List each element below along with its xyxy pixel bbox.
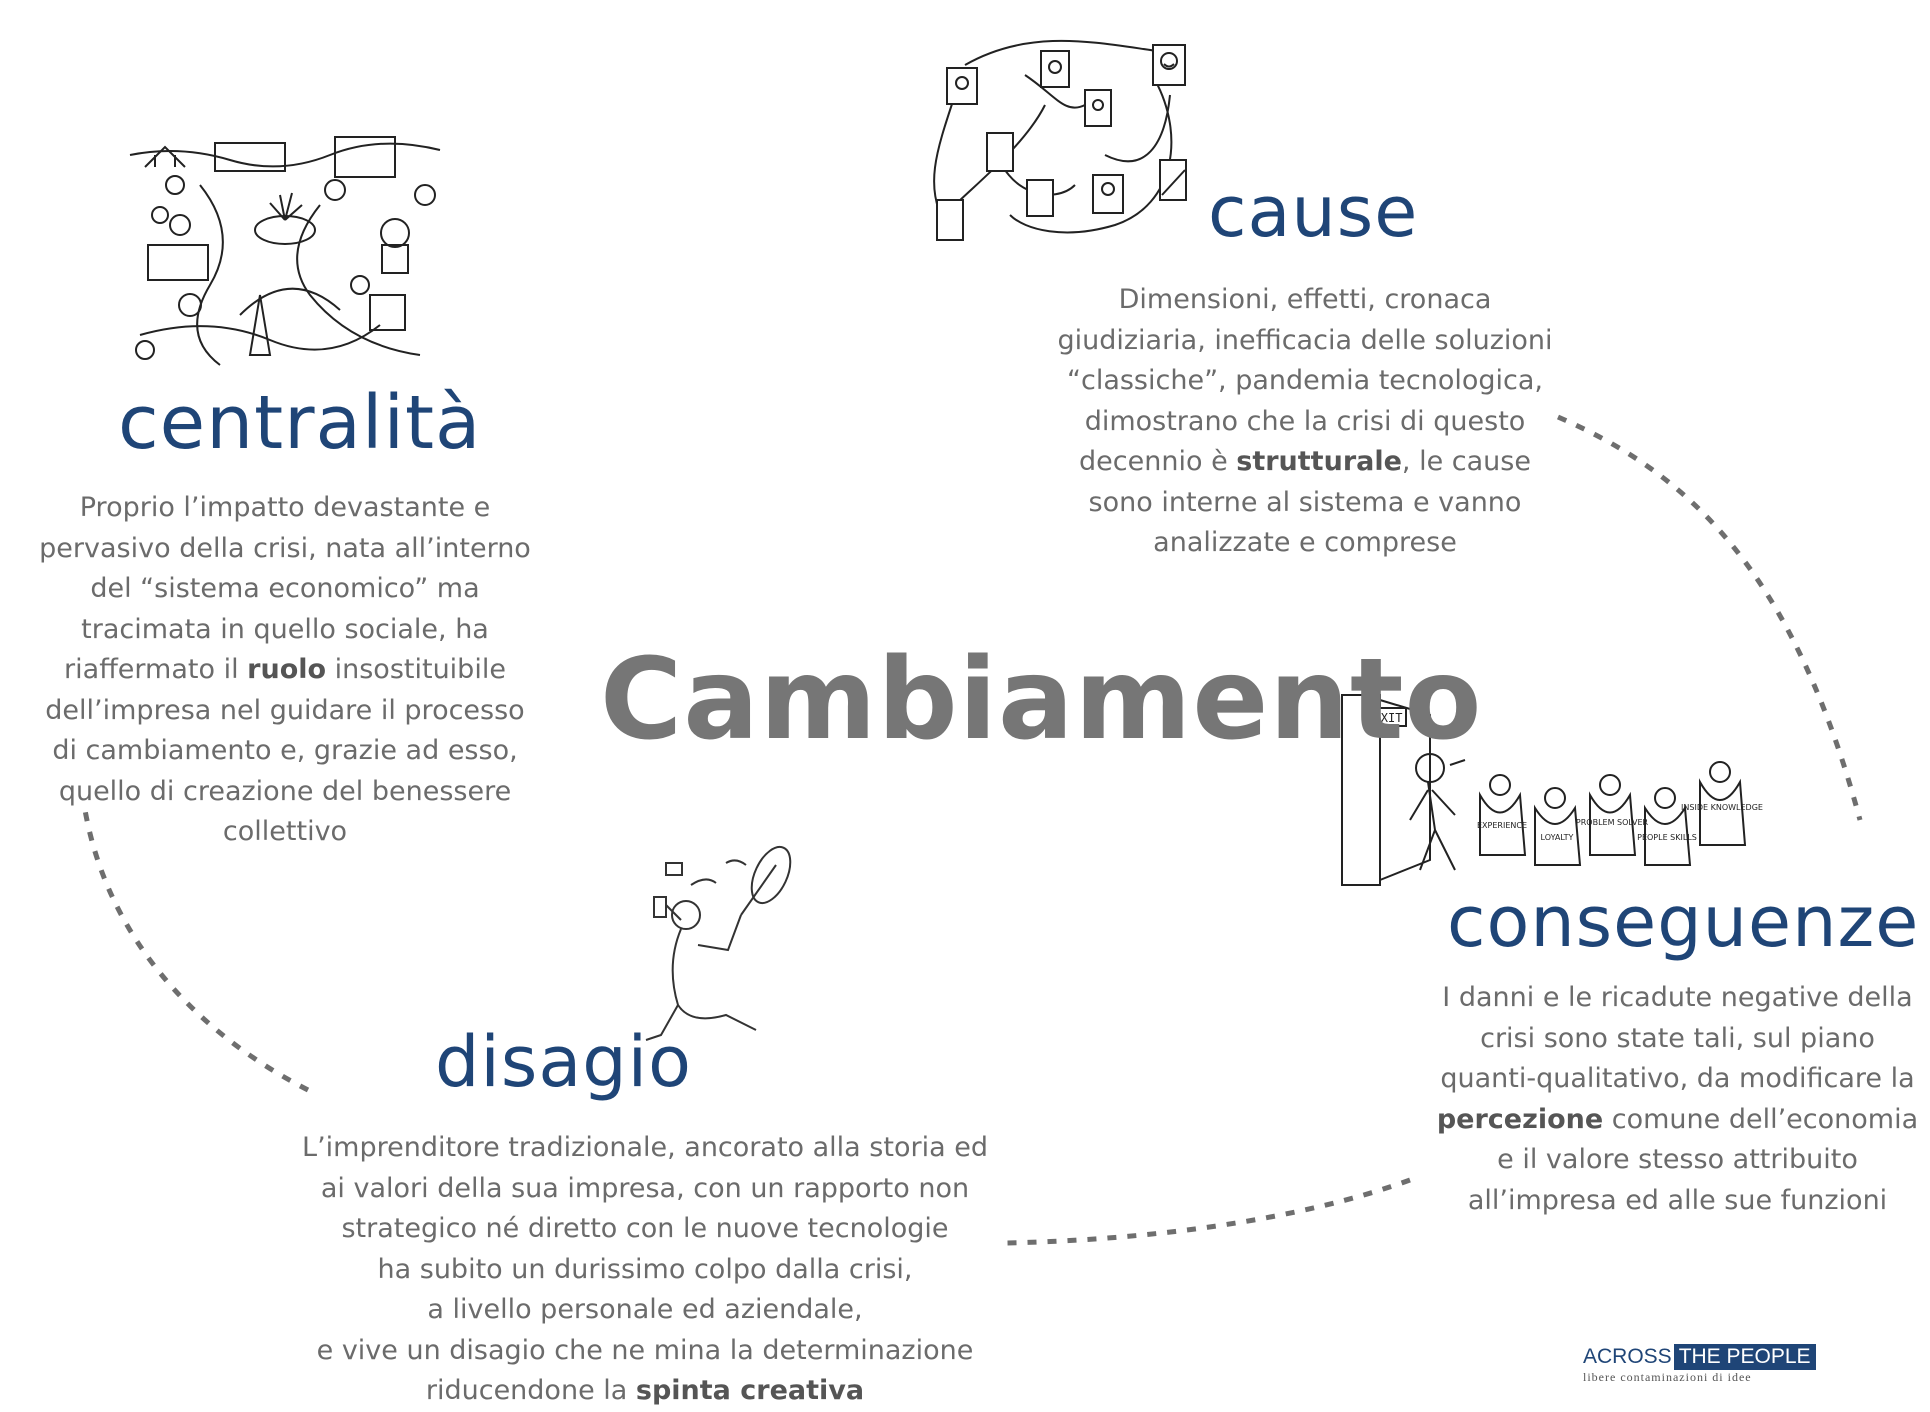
heading-conseguenze: conseguenze	[1447, 881, 1920, 963]
city-illustration	[129, 136, 441, 366]
text-line: di cambiamento e, grazie ad esso,	[52, 735, 518, 766]
text-line: collettivo	[222, 816, 348, 847]
text-line: tracimata in quello sociale, ha	[81, 613, 489, 645]
text-line: quanti-qualitativo, da modificare la	[1440, 1063, 1915, 1094]
text-line: quello di creazione del benessere	[58, 775, 512, 807]
badge-loyalty: LOYALTY	[1541, 833, 1574, 842]
text-line: L’imprenditore tradizionale, ancorato al…	[302, 1132, 988, 1163]
text-line: ha subito un durissimo colpo dalla crisi…	[377, 1253, 913, 1285]
arc-cause-conseguenze	[1557, 414, 1863, 821]
badge-people-skills: PEOPLE SKILLS	[1637, 833, 1697, 842]
arc-disagio-centralita	[82, 809, 310, 1093]
text-line: sono interne al sistema e vanno	[1088, 486, 1522, 518]
text-line: all’impresa ed alle sue funzioni	[1467, 1184, 1888, 1216]
text-line: e vive un disagio che ne mina la determi…	[316, 1334, 974, 1366]
text-disagio: L’imprenditore tradizionale, ancorato al…	[280, 1128, 1010, 1412]
text-conseguenze: I danni e le ricadute negative della cris…	[1430, 978, 1925, 1221]
exit-illustration: EXIT EXPERIENCE LOYALTY PROBLEM SOLVER P…	[1341, 694, 1763, 886]
text-line: analizzate e comprese	[1153, 527, 1457, 558]
text-line: del “sistema economico” ma	[90, 573, 480, 604]
text-line: decennio è strutturale, le cause	[1079, 446, 1531, 477]
exit-sign-label: EXIT	[1374, 711, 1403, 725]
network-illustration	[933, 39, 1187, 241]
heading-disagio: disagio	[435, 1021, 692, 1103]
page-title: Cambiamento	[600, 635, 1483, 765]
arc-conseguenze-disagio	[1004, 1177, 1411, 1246]
badge-experience: EXPERIENCE	[1477, 821, 1527, 830]
text-line: “classiche”, pandemia tecnologica,	[1066, 365, 1544, 396]
emphasis: spinta creativa	[635, 1375, 865, 1406]
heading-centralita: centralità	[118, 380, 482, 466]
figure-illustration	[645, 845, 792, 1041]
brand-logo: ACROSS THE PEOPLE libere contaminazioni …	[1583, 1344, 1816, 1385]
text-line: strategico né diretto con le nuove tecno…	[341, 1213, 949, 1244]
badge-problem-solver: PROBLEM SOLVER	[1576, 818, 1649, 827]
emphasis: strutturale	[1236, 446, 1402, 477]
text-line: Dimensioni, effetti, cronaca	[1118, 284, 1492, 315]
heading-cause: cause	[1208, 171, 1419, 253]
text-line: I danni e le ricadute negative della	[1442, 982, 1913, 1013]
emphasis: ruolo	[247, 654, 327, 685]
text-line: percezione comune dell’economia	[1436, 1103, 1919, 1135]
text-line: giudiziaria, inefficacia delle soluzioni	[1057, 324, 1553, 356]
text-line: riaffermato il ruolo insostituibile	[64, 654, 506, 685]
text-centralita: Proprio l’impatto devastante e pervasivo …	[30, 488, 540, 853]
badge-inside-knowledge: INSIDE KNOWLEDGE	[1681, 803, 1763, 812]
text-line: ai valori della sua impresa, con un rapp…	[320, 1172, 970, 1204]
text-line: crisi sono state tali, sul piano	[1480, 1022, 1875, 1054]
text-line: riducendone la spinta creativa	[425, 1375, 865, 1406]
text-line: pervasivo della crisi, nata all’interno	[39, 532, 531, 564]
text-line: a livello personale ed aziendale,	[427, 1294, 863, 1325]
logo-tagline: libere contaminazioni di idee	[1583, 1370, 1752, 1384]
logo-across: ACROSS	[1583, 1345, 1672, 1368]
text-line: dell’impresa nel guidare il processo	[45, 694, 525, 726]
emphasis: percezione	[1436, 1103, 1604, 1135]
logo-the-people: THE PEOPLE	[1673, 1344, 1816, 1370]
text-line: dimostrano che la crisi di questo	[1084, 405, 1526, 437]
text-cause: Dimensioni, effetti, cronaca giudiziaria,…	[1050, 280, 1560, 564]
text-line: e il valore stesso attribuito	[1497, 1144, 1858, 1175]
text-line: Proprio l’impatto devastante e	[79, 492, 491, 523]
